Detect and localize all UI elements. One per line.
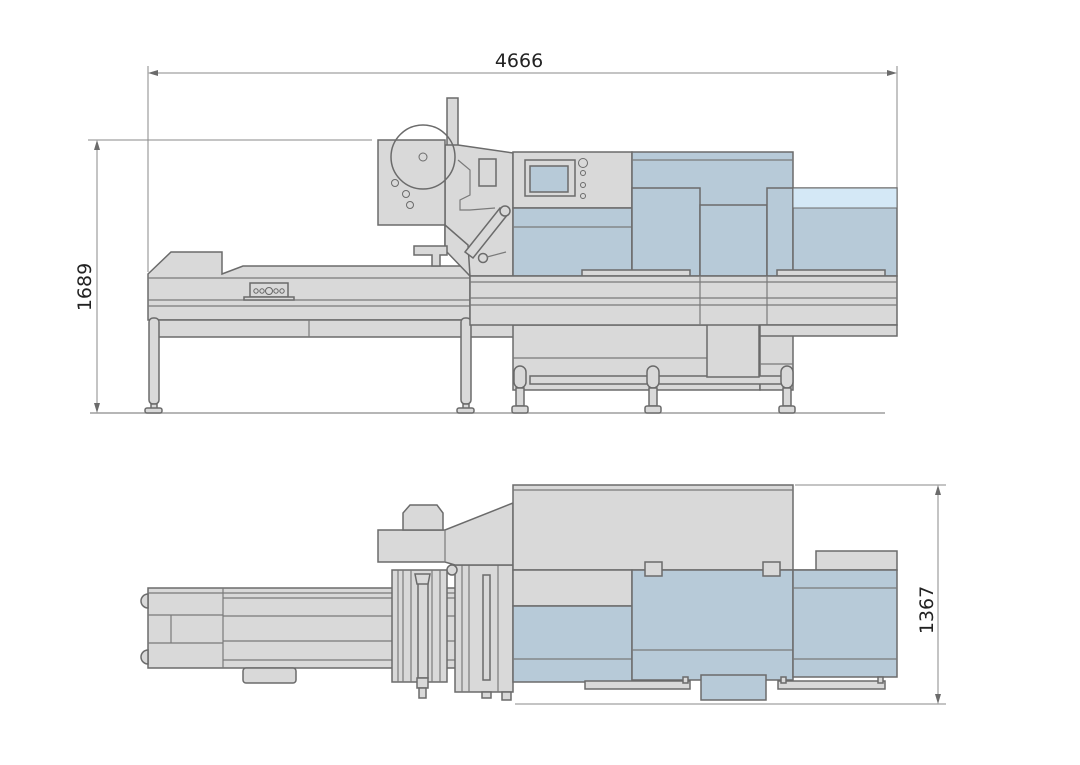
control-button (578, 158, 588, 168)
height-dimension: 1689 (74, 139, 372, 413)
conveyor-leg (456, 317, 475, 414)
slide-rail (584, 680, 691, 690)
main-housing-top (512, 484, 898, 701)
length-dimension: 4666 (147, 50, 898, 272)
control-button (580, 170, 586, 176)
slide-rail (777, 680, 886, 690)
width-dimension: 1367 (515, 484, 946, 705)
control-cabinet (512, 151, 633, 277)
latch-icon (644, 561, 663, 577)
latch-icon (762, 561, 781, 577)
machine-foot (778, 365, 796, 414)
sealing-section (581, 151, 898, 277)
machine-foot (511, 365, 529, 414)
length-dimension-label: 4666 (495, 50, 543, 72)
film-reel-icon (390, 124, 456, 190)
center-housing (706, 316, 760, 378)
machine-foot (644, 365, 662, 414)
touch-screen (529, 165, 569, 193)
top-view (140, 484, 898, 701)
control-button (580, 182, 586, 188)
height-dimension-label: 1689 (74, 263, 96, 311)
forming-head-top (377, 501, 514, 701)
outfeed-frame (469, 275, 898, 337)
infeed-conveyor (144, 251, 556, 414)
conveyor-leg (144, 317, 163, 414)
side-view (90, 97, 898, 414)
control-button (580, 193, 586, 199)
film-reel-unit (377, 97, 514, 278)
conveyor-control-panel (243, 282, 295, 301)
width-dimension-label: 1367 (916, 586, 938, 634)
main-frame (511, 316, 796, 414)
